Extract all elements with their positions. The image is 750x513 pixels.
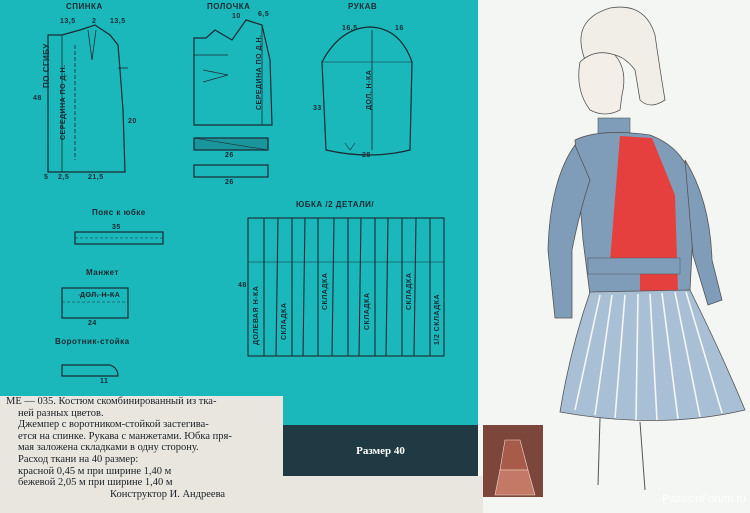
description-line: Конструктор И. Андреева	[110, 488, 226, 500]
right-leg	[639, 421, 646, 491]
sleeve-pattern-piece	[321, 26, 413, 156]
back-title: СПИНКА	[66, 2, 103, 11]
skirt-half-pleat-label: 1/2 СКЛАДКА	[434, 293, 441, 345]
skirt-pattern-piece	[247, 217, 445, 357]
back-bottom-dim-2: 2,5	[58, 174, 70, 181]
skirt-pleat-label-4: СКЛАДКА	[406, 272, 413, 310]
size-label-text: Размер 40	[356, 444, 405, 457]
hair	[580, 6, 666, 106]
sleeve-title: РУКАВ	[348, 2, 378, 11]
description-line: ней разных цветов.	[18, 407, 104, 419]
left-leg	[597, 417, 601, 486]
back-pattern-piece	[47, 24, 128, 173]
back-bottom-dim-1: 5	[44, 174, 49, 181]
back-top-dim-1: 13,5	[60, 18, 76, 25]
back-fold-label: ПО СГИБУ	[42, 43, 51, 88]
skirt-pleat-label-1: СКЛАДКА	[281, 302, 288, 340]
thumbnail-sketch	[483, 425, 543, 497]
front-middle-label: СЕРЕДИНА ПО Д.Н.	[256, 34, 263, 111]
sleeve-top-dim-2: 16	[395, 25, 404, 32]
teal-pattern-panel	[0, 0, 478, 396]
left-sleeve	[547, 144, 591, 319]
left-paper-text-area	[0, 396, 283, 513]
face	[578, 52, 625, 115]
pleated-skirt	[559, 289, 746, 421]
description-line: Расход ткани на 40 размер:	[18, 453, 139, 465]
sleeve-bottom-dim: 28	[362, 152, 371, 159]
collar-length-dim: 11	[100, 378, 109, 385]
skirt-pleat-label-2: СКЛАДКА	[322, 272, 329, 310]
jumper-hem-band	[587, 257, 681, 275]
front-bottom-dim: 26	[225, 152, 234, 159]
front-top-dim-2: 6,5	[258, 11, 270, 18]
back-side-dim: 20	[128, 118, 137, 125]
right-sleeve	[684, 159, 723, 306]
collar-pattern-piece	[61, 364, 119, 377]
jumper-red-panel	[610, 136, 678, 292]
sleeve-top-dim-1: 16,5	[342, 25, 358, 32]
belt-title: Пояс к юбке	[92, 208, 146, 217]
cuff-pattern-piece	[61, 287, 129, 319]
front-band-dim: 26	[225, 179, 234, 186]
teal-bottom-strip	[278, 396, 478, 426]
back-top-dim-3: 13,5	[110, 18, 126, 25]
front-pattern-piece	[193, 19, 273, 178]
sleeve-length-dim: 33	[313, 105, 322, 112]
cuff-grain-label: ДОЛ. Н-КА	[80, 292, 121, 299]
bottom-paper	[283, 476, 483, 513]
belt-pattern-piece	[74, 231, 164, 245]
skirt-title: ЮБКА /2 ДЕТАЛИ/	[296, 200, 375, 209]
fashion-illustration	[547, 6, 746, 491]
front-top-dim-1: 10	[232, 13, 241, 20]
front-title: ПОЛОЧКА	[207, 2, 251, 11]
skirt-height-dim: 48	[238, 282, 247, 289]
description-line: МЕ — 035. Костюм скомбинированный из тка…	[6, 396, 217, 407]
belt-length-dim: 35	[112, 224, 121, 231]
size-label: Размер 40	[283, 425, 478, 476]
skirt-pleat-label-3: СКЛАДКА	[364, 292, 371, 330]
description-line: Джемпер с воротником-стойкой застегива-	[18, 419, 209, 431]
cuff-width-dim: 24	[88, 320, 97, 327]
collar-title: Воротник-стойка	[55, 337, 130, 346]
cuff-title: Манжет	[86, 268, 119, 277]
back-top-dim-2: 2	[92, 18, 97, 25]
sleeve-grain-label: ДОЛ. Н-КА	[366, 69, 373, 110]
description-block: МЕ — 035. Костюм скомбинированный из тка…	[0, 396, 283, 513]
skirt-grain-label: ДОЛЕВАЯ Н-КА	[253, 285, 260, 345]
description-line: бежевой 2,05 м при ширине 1,40 м	[18, 477, 173, 489]
description-line: красной 0,45 м при ширине 1,40 м	[18, 465, 172, 477]
description-line: мая заложена складками в одну сторону.	[18, 442, 199, 454]
back-height-dim: 48	[33, 95, 42, 102]
back-middle-label: СЕРЕДИНА ПО Д.Н.	[60, 64, 67, 141]
description-line: ется на спинке. Рукава с манжетами. Юбка…	[18, 430, 232, 442]
back-bottom-dim-3: 21,5	[88, 174, 104, 181]
watermark: PassionForum.ru	[662, 493, 746, 505]
